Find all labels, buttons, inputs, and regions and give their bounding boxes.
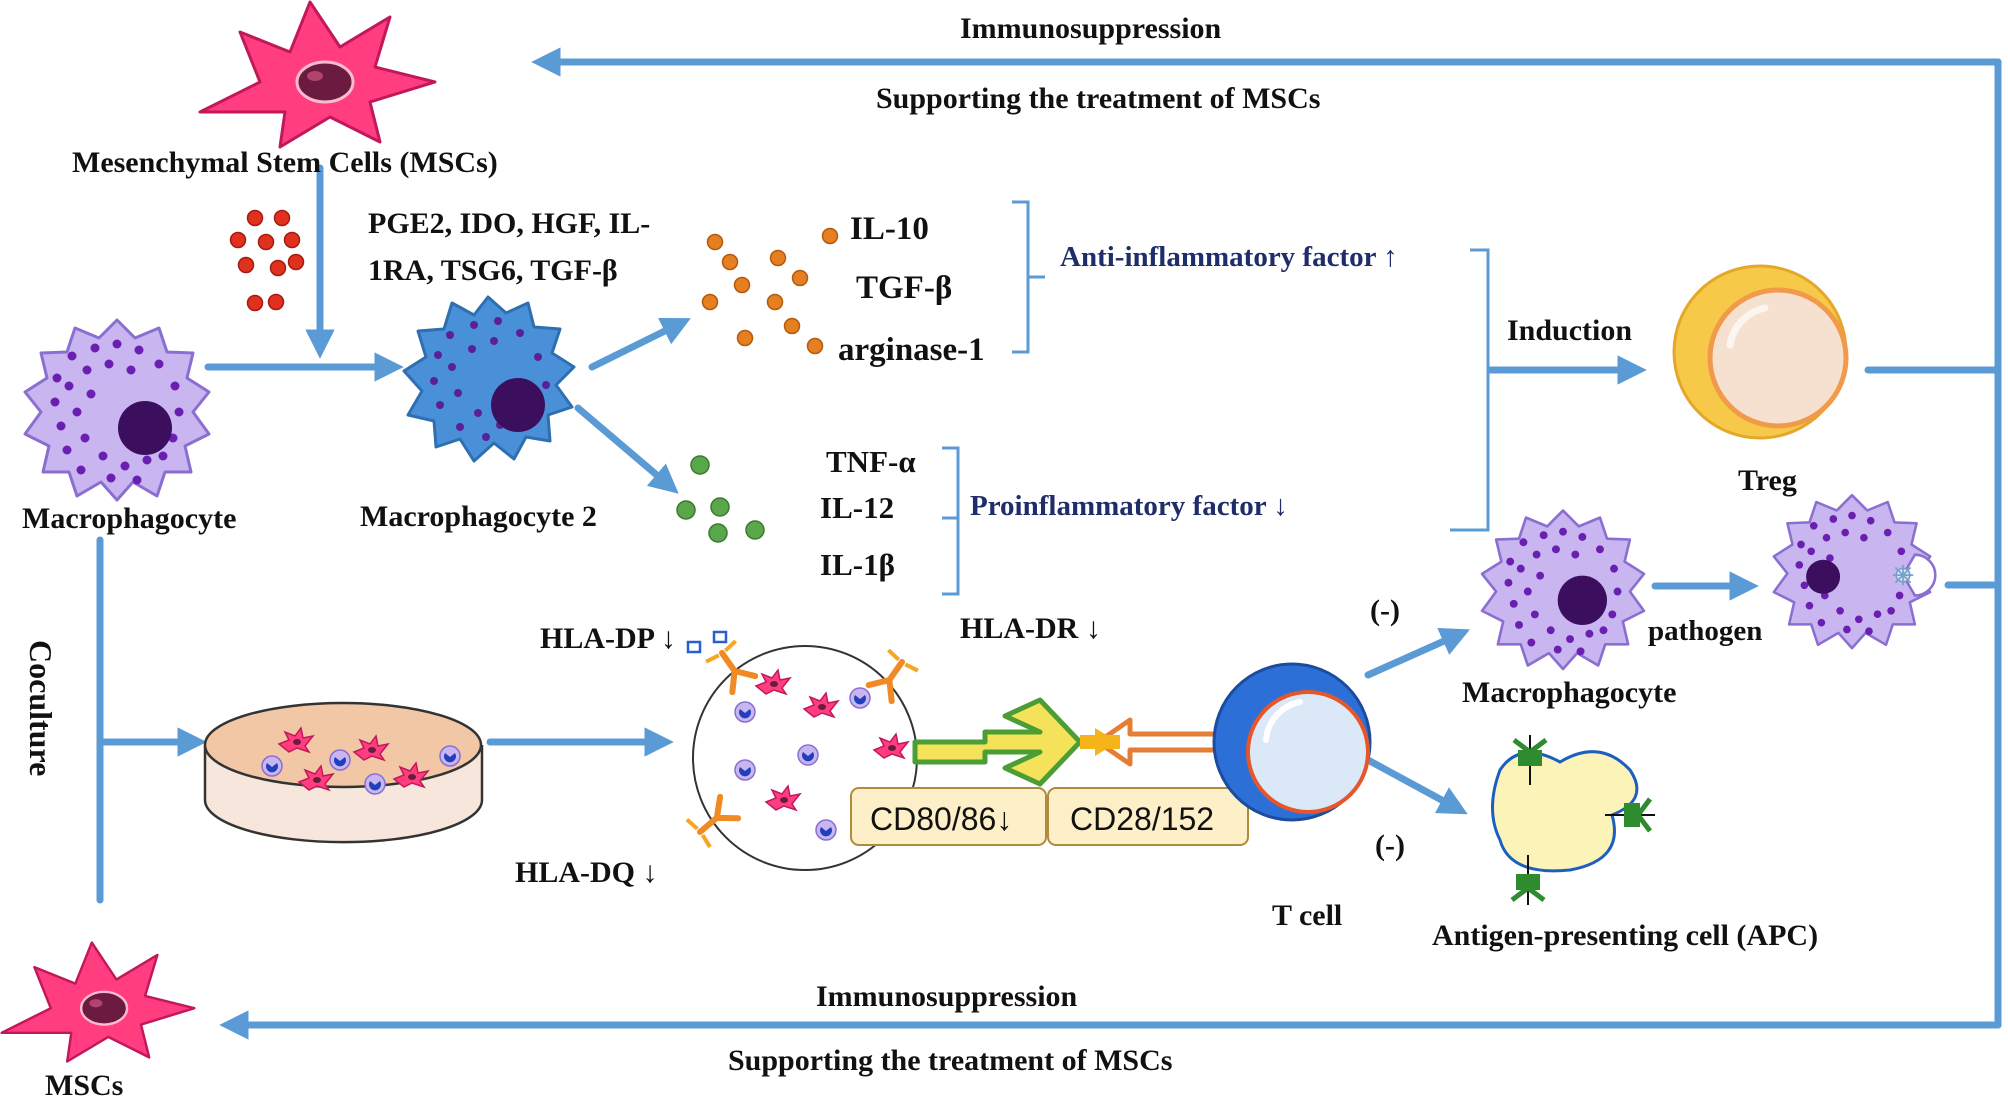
macrophage2-label: Macrophagocyte 2	[360, 500, 597, 533]
coculture-label: Coculture	[23, 640, 59, 776]
hla-dp-bound-icon	[686, 630, 728, 654]
treg-label: Treg	[1738, 464, 1797, 497]
cd80-label: CD80/86↓	[870, 801, 1012, 837]
hla-dr-label: HLA-DR ↓	[960, 612, 1101, 645]
pro-factor-label: Proinflammatory factor ↓	[970, 490, 1288, 522]
pro-factor-il12: IL-12	[820, 490, 894, 525]
cd80-box: CD80/86↓	[850, 787, 1047, 846]
macrophage-right-label: Macrophagocyte	[1462, 676, 1676, 709]
msc-bottom-cell	[0, 941, 196, 1063]
pathogen-label: pathogen	[1648, 615, 1762, 647]
tcell-to-macro-arrow	[1364, 627, 1471, 679]
macrophage-engulfing	[1772, 493, 1937, 650]
macrophage-left-nucleus	[118, 401, 172, 455]
hla-dp-label: HLA-DP ↓	[540, 622, 676, 655]
hla-dq-label: HLA-DQ ↓	[515, 856, 658, 889]
m2-to-anti-arrow	[588, 317, 691, 371]
cd28-label: CD28/152	[1070, 801, 1214, 837]
top-loop-sub-label: Supporting the treatment of MSCs	[876, 82, 1320, 115]
co-stimulatory-complex	[912, 697, 1223, 787]
apc-receptor-top	[1512, 735, 1548, 785]
msc-bottom-label: MSCs	[45, 1069, 123, 1100]
pro-factor-dots	[676, 455, 765, 543]
macrophage-right	[1480, 509, 1646, 671]
inhibit-apc-label: (-)	[1375, 829, 1405, 862]
apc-receptor-bottom	[1510, 855, 1546, 905]
induction-label: Induction	[1507, 314, 1632, 347]
t-cell-label: T cell	[1272, 899, 1342, 932]
bottom-loop-sub-label: Supporting the treatment of MSCs	[728, 1044, 1172, 1077]
brackets	[942, 200, 1490, 596]
msc-top-label: Mesenchymal Stem Cells (MSCs)	[72, 146, 498, 179]
macrophage2-nucleus	[491, 378, 545, 432]
treg-cell	[1672, 264, 1849, 440]
apc-label: Antigen-presenting cell (APC)	[1432, 919, 1818, 952]
macrophage-left-label: Macrophagocyte	[22, 502, 236, 535]
pro-factor-il1b: IL-1β	[820, 547, 895, 582]
tcell-to-apc-arrow	[1364, 756, 1468, 815]
top-loop-main-label: Immunosuppression	[960, 12, 1222, 45]
macrophage2	[402, 295, 576, 463]
anti-factor-label: Anti-inflammatory factor ↑	[1060, 241, 1398, 273]
msc-factors-line1: PGE2, IDO, HGF, IL-	[368, 207, 650, 240]
cd28-box: CD28/152	[1047, 787, 1249, 846]
bottom-loop-main-label: Immunosuppression	[816, 980, 1078, 1013]
anti-factor-arginase: arginase-1	[838, 332, 985, 368]
macrophage-left	[23, 318, 211, 502]
anti-factor-il10: IL-10	[850, 211, 929, 247]
pathogen-icon	[1892, 564, 1914, 586]
apc-cell	[1491, 735, 1655, 905]
msc-secretion-dots	[229, 209, 305, 312]
inhibit-macro-label: (-)	[1370, 594, 1400, 627]
anti-factor-dots	[701, 227, 839, 355]
m2-to-pro-arrow	[574, 404, 679, 494]
apc-receptor-right	[1605, 797, 1655, 833]
connectors	[96, 47, 2002, 1040]
msc-factors-line2: 1RA, TSG6, TGF-β	[368, 254, 618, 287]
macrophage-right-nucleus	[1557, 575, 1607, 625]
culture-dish	[203, 701, 484, 844]
t-cell	[1212, 662, 1372, 822]
pro-factor-tnfa: TNF-α	[826, 444, 916, 479]
msc-top-cell	[198, 0, 437, 149]
anti-factor-tgfb: TGF-β	[856, 270, 952, 306]
